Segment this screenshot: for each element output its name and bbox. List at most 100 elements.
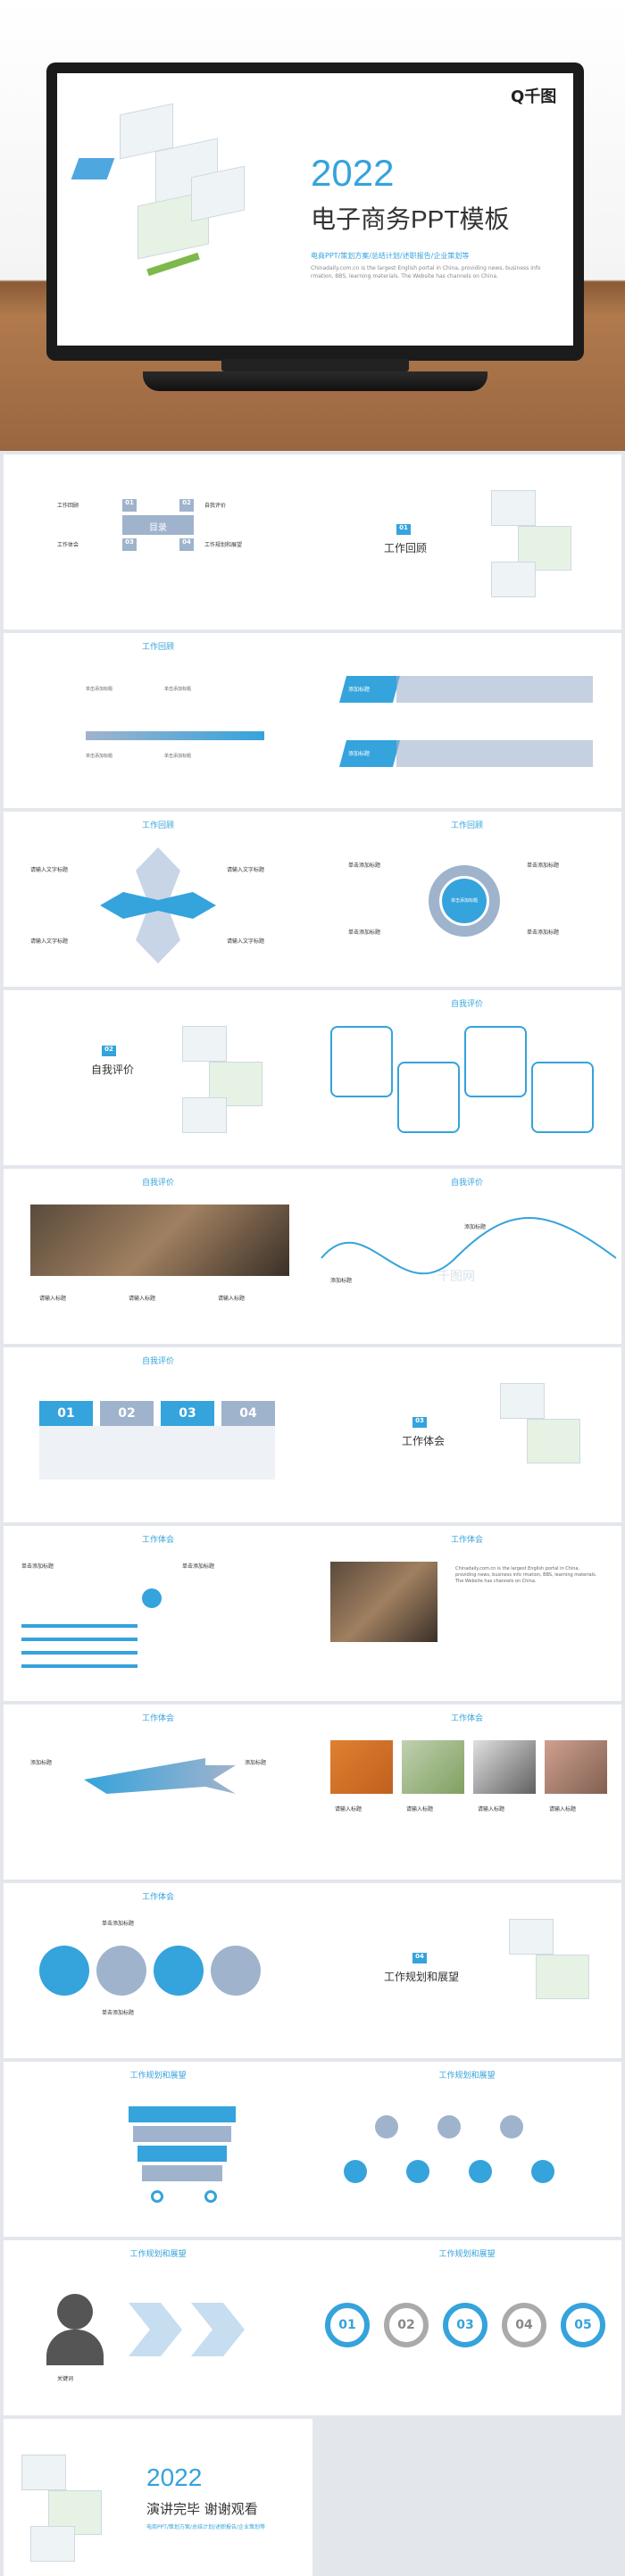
monitor-stand — [221, 359, 409, 371]
node-circle — [375, 2115, 398, 2138]
node-circle — [500, 2115, 523, 2138]
step-circle: 03 — [443, 2303, 488, 2347]
drop-label: 单击添加标题 — [102, 1921, 135, 1927]
tab-number: 02 — [100, 1401, 154, 1426]
slide-title: 工作体会 — [450, 1536, 483, 1545]
drop-shape — [154, 1946, 204, 1996]
slide-title: 工作回顾 — [450, 821, 483, 830]
slide-title: 工作体会 — [450, 1714, 483, 1723]
contents-num: 01 — [122, 499, 137, 512]
frame-box — [397, 1062, 460, 1133]
slide-title: 自我评价 — [450, 1179, 483, 1188]
tab-number: 04 — [221, 1401, 275, 1426]
gallery-caption: 请输入标题 — [549, 1806, 577, 1813]
slide-title: 自我评价 — [141, 1357, 174, 1366]
slide-title: 工作规划和展望 — [438, 2072, 496, 2080]
illustration-cube — [21, 2455, 66, 2490]
gallery-caption: 请输入标题 — [335, 1806, 362, 1813]
cover-subtitle: 电商PPT/策划方案/总结计划/述职报告/企业策划等 — [311, 252, 470, 260]
cover-year: 2022 — [311, 152, 395, 194]
frame-box — [330, 1026, 393, 1097]
illustration-cube — [527, 1419, 580, 1463]
gallery-photo — [402, 1740, 464, 1794]
section-title: 自我评价 — [91, 1063, 135, 1076]
contents-item-label: 工作回顾 — [57, 503, 79, 509]
funnel-layer — [142, 2165, 222, 2181]
slide-title: 工作规划和展望 — [129, 2250, 187, 2259]
laptop-icon — [71, 158, 115, 179]
slide-review-bars: 添加标题 添加标题 — [312, 633, 621, 808]
tab-number: 01 — [39, 1401, 93, 1426]
step-circle: 04 — [502, 2303, 546, 2347]
person-label: 关键词 — [57, 2376, 74, 2382]
ring-side-label: 单击添加标题 — [348, 863, 381, 869]
funnel-layer — [133, 2126, 231, 2142]
slide-section-1: 01 工作回顾 — [312, 454, 621, 629]
slide-title: 工作体会 — [141, 1714, 174, 1723]
node-circle — [438, 2115, 461, 2138]
chevron-arrow — [191, 2303, 245, 2356]
bar-label: 单击添加标题 — [182, 1563, 215, 1570]
photo-caption: 请输入标题 — [39, 1296, 67, 1302]
timeline-text: 单击添加标题 — [86, 687, 113, 692]
section-number: 04 — [412, 1953, 427, 1963]
wave-line — [321, 1217, 617, 1275]
slide-title: 工作体会 — [141, 1536, 174, 1545]
slide-contents: 目录 01 02 03 04 工作回顾 自我评价 工作体会 工作规划和展望 — [4, 454, 312, 629]
slide-review-cross: 工作回顾 请输入文字标题 请输入文字标题 请输入文字标题 请输入文字标题 — [4, 812, 312, 987]
contents-item-label: 工作体会 — [57, 542, 79, 548]
banner-label: 添加标题 — [348, 687, 371, 693]
banner-label: 添加标题 — [348, 751, 371, 757]
slide-plan-person: 工作规划和展望 关键词 — [4, 2240, 312, 2415]
drop-shape — [39, 1946, 89, 1996]
plant-icon — [146, 252, 200, 277]
cover-description: Chinadaily.com.cn is the largest English… — [311, 265, 541, 279]
slide-plan-circles: 工作规划和展望 — [312, 2062, 621, 2237]
section-number: 03 — [412, 1417, 427, 1428]
slide-exp-gallery: 工作体会 请输入标题 请输入标题 请输入标题 请输入标题 — [312, 1705, 621, 1880]
step-circle: 05 — [561, 2303, 605, 2347]
slide-blank — [312, 2419, 621, 2576]
slide-exp-bars: 工作体会 单击添加标题 单击添加标题 — [4, 1526, 312, 1701]
slide-exp-arrows: 工作体会 添加标题 添加标题 — [4, 1705, 312, 1880]
contents-center-label: 目录 — [149, 523, 167, 533]
contents-item-label: 自我评价 — [204, 503, 227, 509]
node-circle — [469, 2160, 492, 2183]
timeline-bar — [86, 731, 264, 740]
slide-title: 自我评价 — [450, 1000, 483, 1009]
contents-num: 03 — [122, 538, 137, 551]
gallery-photo — [330, 1740, 393, 1794]
progress-bar — [21, 1651, 138, 1655]
wave-label: 添加标题 — [464, 1224, 487, 1230]
slide-section-4: 04 工作规划和展望 — [312, 1883, 621, 2058]
gallery-photo — [545, 1740, 607, 1794]
ring-side-label: 单击添加标题 — [348, 930, 381, 936]
step-circle: 01 — [325, 2303, 370, 2347]
cross-label: 请输入文字标题 — [30, 867, 69, 873]
slide-self-boxes: 自我评价 — [312, 990, 621, 1165]
step-circle: 02 — [384, 2303, 429, 2347]
banner-body — [396, 740, 593, 767]
slide-review-timeline: 工作回顾 单击添加标题 单击添加标题 单击添加标题 单击添加标题 — [4, 633, 312, 808]
progress-bar — [21, 1664, 138, 1668]
slide-exp-drops: 工作体会 单击添加标题 单击添加标题 — [4, 1883, 312, 2058]
illustration-cube — [182, 1026, 227, 1062]
drop-shape — [211, 1946, 261, 1996]
cross-label: 请输入文字标题 — [227, 867, 265, 873]
illustration-cube — [500, 1383, 545, 1419]
tab-body — [39, 1426, 275, 1480]
monitor-base — [143, 371, 488, 391]
slide-title: 工作回顾 — [141, 821, 174, 830]
slide-self-tabs: 自我评价 01 02 03 04 — [4, 1347, 312, 1522]
contents-item-label: 工作规划和展望 — [204, 542, 243, 548]
slide-plan-funnel: 工作规划和展望 — [4, 2062, 312, 2237]
timeline-text: 单击添加标题 — [164, 687, 192, 692]
arrow-label: 添加标题 — [30, 1760, 53, 1766]
slide-title: 工作体会 — [141, 1893, 174, 1902]
slide-title: 工作回顾 — [141, 643, 174, 652]
contents-num: 04 — [179, 538, 194, 551]
end-title: 演讲完毕 谢谢观看 — [146, 2501, 258, 2517]
gallery-caption: 请输入标题 — [406, 1806, 434, 1813]
slide-self-photo: 自我评价 请输入标题 请输入标题 请输入标题 — [4, 1169, 312, 1344]
section-title: 工作规划和展望 — [384, 1971, 460, 1983]
